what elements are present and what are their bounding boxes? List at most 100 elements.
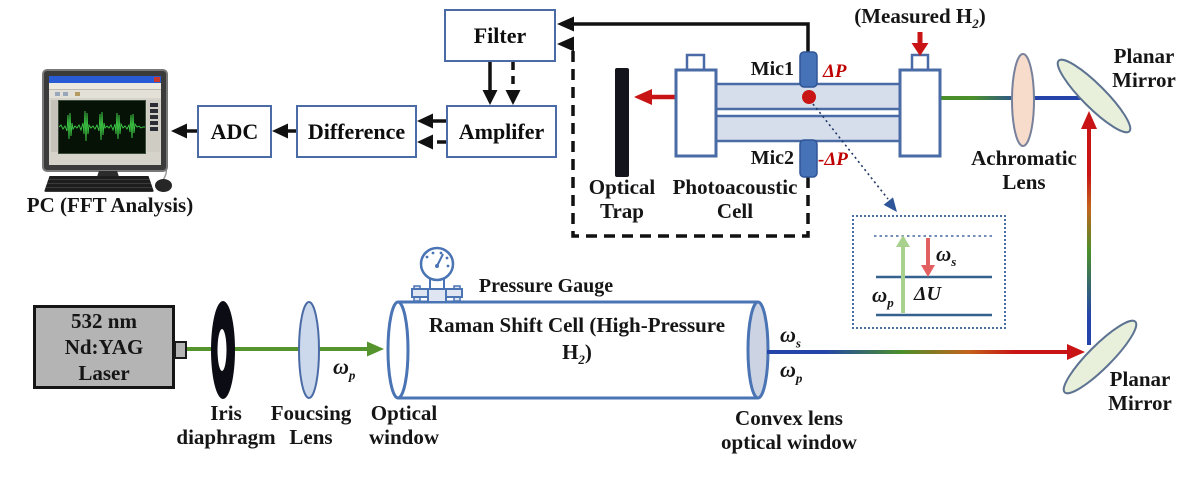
mic1-to-filter-arrowhead	[557, 16, 574, 32]
adc-to-pc-arrowhead	[171, 123, 187, 139]
iris-label: Iris diaphragm	[166, 401, 286, 449]
achromatic-lens-icon	[1011, 53, 1035, 147]
panel-button	[150, 103, 158, 107]
toolbar-button	[75, 92, 80, 96]
gauge-needle	[436, 253, 444, 267]
delta-p-label: ΔP	[823, 61, 847, 82]
pa-exit-beam-arrowhead	[634, 89, 652, 105]
laser-line2: Nd:YAG	[64, 335, 144, 359]
inset-omega-s-label: ωs	[936, 242, 956, 268]
amp-to-diff-dashed-arrowhead	[417, 134, 433, 150]
optical-trap-line2: Trap	[600, 198, 644, 223]
filter-box: Filter	[444, 9, 556, 62]
filter-to-amp-solid-arrowhead	[482, 90, 498, 105]
pressure-gauge-icon	[411, 246, 463, 303]
out-omega-s-base: ω	[780, 322, 796, 347]
panel-button	[150, 127, 158, 131]
amp-to-diff-solid-arrowhead	[417, 113, 433, 129]
iris-aperture	[217, 329, 227, 371]
raman-subtitle: (High-Pressure H2)	[562, 313, 726, 368]
fft-plot-area	[58, 100, 146, 154]
gauge-tick	[431, 251, 435, 255]
photoacoustic-cell-label: Photoacoustic Cell	[655, 175, 815, 223]
pa-cell-right-cap	[898, 68, 942, 158]
raman-subtitle-post: )	[584, 340, 592, 364]
keyboard	[44, 176, 154, 192]
app-toolbar	[49, 90, 161, 98]
panel-button	[150, 121, 158, 125]
raman-subtitle-sub: 2	[578, 352, 585, 368]
stokes-beam-arrowhead	[1067, 344, 1085, 360]
optical-trap-label: Optical Trap	[577, 175, 667, 223]
pump-omega-base: ω	[333, 354, 349, 379]
vertical-beam-arrowhead	[1081, 111, 1097, 129]
inset-omega-p-label: ωp	[872, 283, 894, 311]
inset-delta-u-label: ΔU	[914, 283, 941, 305]
raman-cell-optical-window	[386, 300, 410, 400]
raman-title: Raman Shift Cell	[428, 313, 585, 337]
pump-omega-sub: p	[348, 367, 356, 383]
raman-shift-cell	[386, 300, 770, 400]
mic1-label: Mic1	[750, 58, 794, 80]
gauge-stem	[427, 288, 447, 303]
optical-trap-bar	[615, 68, 629, 177]
inset-connector-arrowhead	[883, 197, 897, 212]
absorption-point-dot	[802, 90, 816, 104]
out-omega-p-sub: p	[795, 370, 803, 386]
iris-line1: Iris	[210, 401, 242, 425]
pump-beam-arrowhead	[367, 341, 384, 357]
mic1-transducer	[799, 51, 818, 88]
omega-s-base: ω	[936, 242, 952, 266]
mirror-bottom-line2: Mirror	[1108, 390, 1172, 415]
gauge-tick	[446, 264, 450, 268]
measured-h2-arrowhead	[911, 43, 929, 56]
pump-transition-arrowhead	[896, 235, 910, 247]
stokes-transition-arrowhead	[921, 265, 935, 277]
adc-box: ADC	[197, 105, 272, 158]
toolbar-button	[55, 92, 60, 96]
fft-waveform	[58, 110, 145, 142]
omega-p-sub: p	[887, 295, 894, 311]
pc-screen	[49, 76, 161, 165]
measured-h2-label: (Measured H2)	[828, 4, 1012, 30]
laser-line3: Laser	[78, 361, 130, 385]
convex-window-label: Convex lens optical window	[700, 406, 878, 454]
close-icon	[154, 77, 160, 82]
pa-cell-tube-bottom	[698, 114, 912, 143]
raman-cell-body	[398, 302, 758, 398]
laser-output-port	[174, 341, 187, 359]
optical-elements	[211, 53, 1138, 399]
laser-line1: 532 nm	[71, 309, 137, 333]
instrument-side-panel	[147, 100, 160, 152]
gauge-pivot	[435, 264, 439, 268]
pressure-gauge-label: Pressure Gauge	[478, 275, 614, 297]
planar-mirror-top-label: Planar Mirror	[1100, 44, 1188, 92]
gauge-tick	[425, 255, 429, 259]
amplifier-box: Amplifer	[446, 105, 557, 158]
achromatic-lens-label: Achromatic Lens	[964, 146, 1084, 194]
focusing-line1: Foucsing	[270, 401, 352, 425]
convex-line1: Convex lens	[735, 406, 843, 430]
optical-window-label: Optical window	[356, 401, 452, 449]
gauge-tick	[439, 251, 443, 255]
measured-h2-pre: (Measured H	[854, 4, 973, 28]
plot-axis-strip	[51, 100, 58, 152]
focusing-lens-icon	[298, 301, 320, 399]
pc-label: PC (FFT Analysis)	[26, 193, 194, 217]
mirror-top-line1: Planar	[1113, 44, 1175, 68]
optical-window-line1: Optical	[370, 401, 438, 425]
mirror-bottom-line1: Planar	[1109, 367, 1171, 391]
achromatic-line1: Achromatic	[971, 146, 1077, 170]
raman-subtitle-pre: (High-Pressure H	[562, 313, 726, 364]
planar-mirror-bottom-icon	[1062, 319, 1138, 395]
mic2-label: Mic2	[750, 147, 794, 169]
iris-line2: diaphragm	[176, 424, 276, 449]
difference-box: Difference	[296, 105, 417, 158]
panel-button	[150, 115, 158, 119]
pa-cell-line2: Cell	[716, 198, 754, 223]
omega-p-base: ω	[872, 283, 888, 307]
toolbar-button	[63, 92, 68, 96]
pa-cell-left-cap	[674, 68, 718, 158]
